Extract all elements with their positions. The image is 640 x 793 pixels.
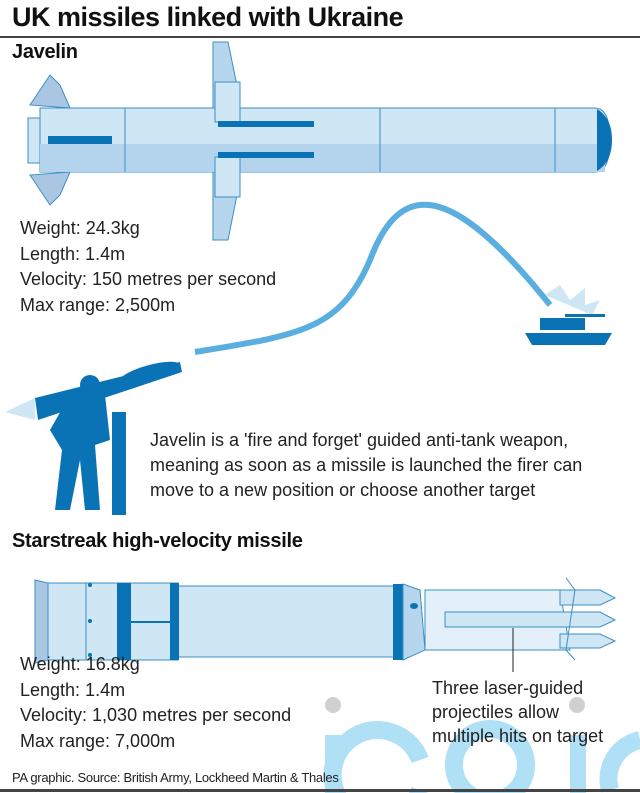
javelin-description: Javelin is a 'fire and forget' guided an… <box>150 428 582 503</box>
source-footer: PA graphic. Source: British Army, Lockhe… <box>12 770 339 785</box>
description-line: meaning as soon as a missile is launched… <box>150 455 583 475</box>
javelin-velocity: Velocity: 150 metres per second <box>20 269 277 289</box>
bottom-divider <box>0 789 640 792</box>
starstreak-stats: Weight: 16.8kg Length: 1.4m Velocity: 1,… <box>20 652 291 754</box>
description-line: Javelin is a 'fire and forget' guided an… <box>150 430 569 450</box>
soldier-icon <box>5 361 182 515</box>
callout-line: projectiles allow <box>432 702 560 722</box>
starstreak-range: Max range: 7,000m <box>20 730 176 751</box>
starstreak-missile-illustration <box>34 577 617 672</box>
starstreak-callout: Three laser-guided projectiles allow mul… <box>432 676 603 748</box>
callout-line: Three laser-guided <box>432 678 584 698</box>
watermark-iconic <box>323 697 640 793</box>
javelin-heading: Javelin <box>12 41 78 63</box>
tank-icon <box>525 285 612 345</box>
starstreak-heading: Starstreak high-velocity missile <box>12 530 303 552</box>
page-title: UK missiles linked with Ukraine <box>12 2 404 32</box>
javelin-stats: Weight: 24.3kg Length: 1.4m Velocity: 15… <box>20 216 276 318</box>
starstreak-velocity: Velocity: 1,030 metres per second <box>20 705 292 725</box>
callout-line: multiple hits on target <box>432 726 604 746</box>
starstreak-length: Length: 1.4m <box>20 679 126 700</box>
javelin-range: Max range: 2,500m <box>20 294 176 315</box>
starstreak-weight: Weight: 16.8kg <box>20 654 140 674</box>
title-divider <box>0 36 640 38</box>
javelin-missile-illustration <box>27 41 612 241</box>
description-line: move to a new position or choose another… <box>150 480 536 500</box>
javelin-length: Length: 1.4m <box>20 243 126 264</box>
missile-trajectory <box>194 201 553 355</box>
javelin-weight: Weight: 24.3kg <box>20 218 140 238</box>
